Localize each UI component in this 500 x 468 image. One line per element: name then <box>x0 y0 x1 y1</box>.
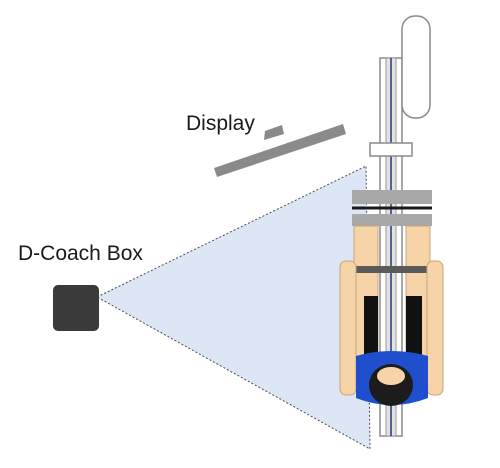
display-label: Display <box>186 112 255 135</box>
display-icon <box>214 124 346 177</box>
dcoach-box-label: D-Coach Box <box>18 242 143 265</box>
dcoach-box-icon <box>53 285 99 331</box>
camera-view-cone <box>95 165 371 450</box>
machine-icon <box>352 15 432 437</box>
person-icon <box>339 225 444 406</box>
